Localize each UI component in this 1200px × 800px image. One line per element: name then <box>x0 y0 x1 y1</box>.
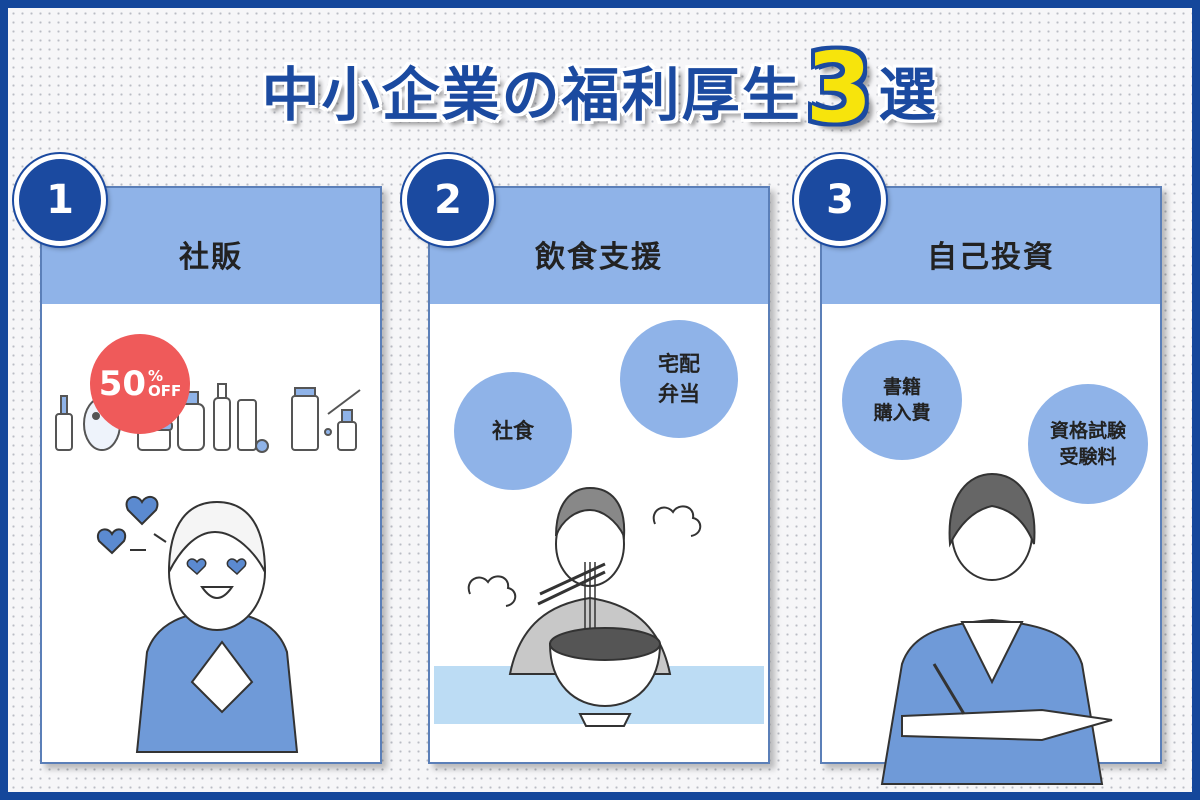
bubble-book-purchase: 書籍 購入費 <box>842 340 962 460</box>
title-main: 中小企業の福利厚生 <box>261 61 802 129</box>
card-header: 飲食支援 <box>430 188 768 304</box>
card-label: 社販 <box>179 240 243 275</box>
card-meal-support: 飲食支援 2 社食 宅配 弁当 <box>402 154 770 764</box>
card-employee-sales: 社販 1 <box>14 154 382 764</box>
man-eating-noodles-illustration <box>467 486 702 727</box>
title-number: 3 <box>805 32 875 144</box>
number-badge: 1 <box>14 154 106 246</box>
card-body: 社食 宅配 弁当 <box>430 304 768 762</box>
bubble-bento-delivery: 宅配 弁当 <box>620 320 738 438</box>
woman-studying-illustration <box>880 472 1113 785</box>
card-label: 飲食支援 <box>535 240 663 275</box>
card-body: 書籍 購入費 資格試験 受験料 <box>822 304 1160 785</box>
bubble-cafeteria: 社食 <box>454 372 572 490</box>
card-label: 自己投資 <box>927 240 1055 275</box>
discount-off: OFF <box>148 382 182 400</box>
card-header: 社販 <box>42 188 380 304</box>
happy-woman-illustration <box>96 495 299 753</box>
discount-value: 50 <box>98 364 147 404</box>
discount-badge: 50 %OFF <box>90 334 190 434</box>
discount-percent: % <box>148 367 164 385</box>
bubble-exam-fees: 資格試験 受験料 <box>1028 384 1148 504</box>
page-title: 中小企業の福利厚生3選 <box>0 38 1200 145</box>
discount-unit: %OFF <box>148 369 181 399</box>
title-suffix: 選 <box>878 61 939 129</box>
number-badge: 3 <box>794 154 886 246</box>
card-self-investment: 自己投資 3 書籍 購入費 資格試験 受験料 <box>794 154 1162 785</box>
card-body: 50 %OFF <box>42 304 380 762</box>
number-badge: 2 <box>402 154 494 246</box>
